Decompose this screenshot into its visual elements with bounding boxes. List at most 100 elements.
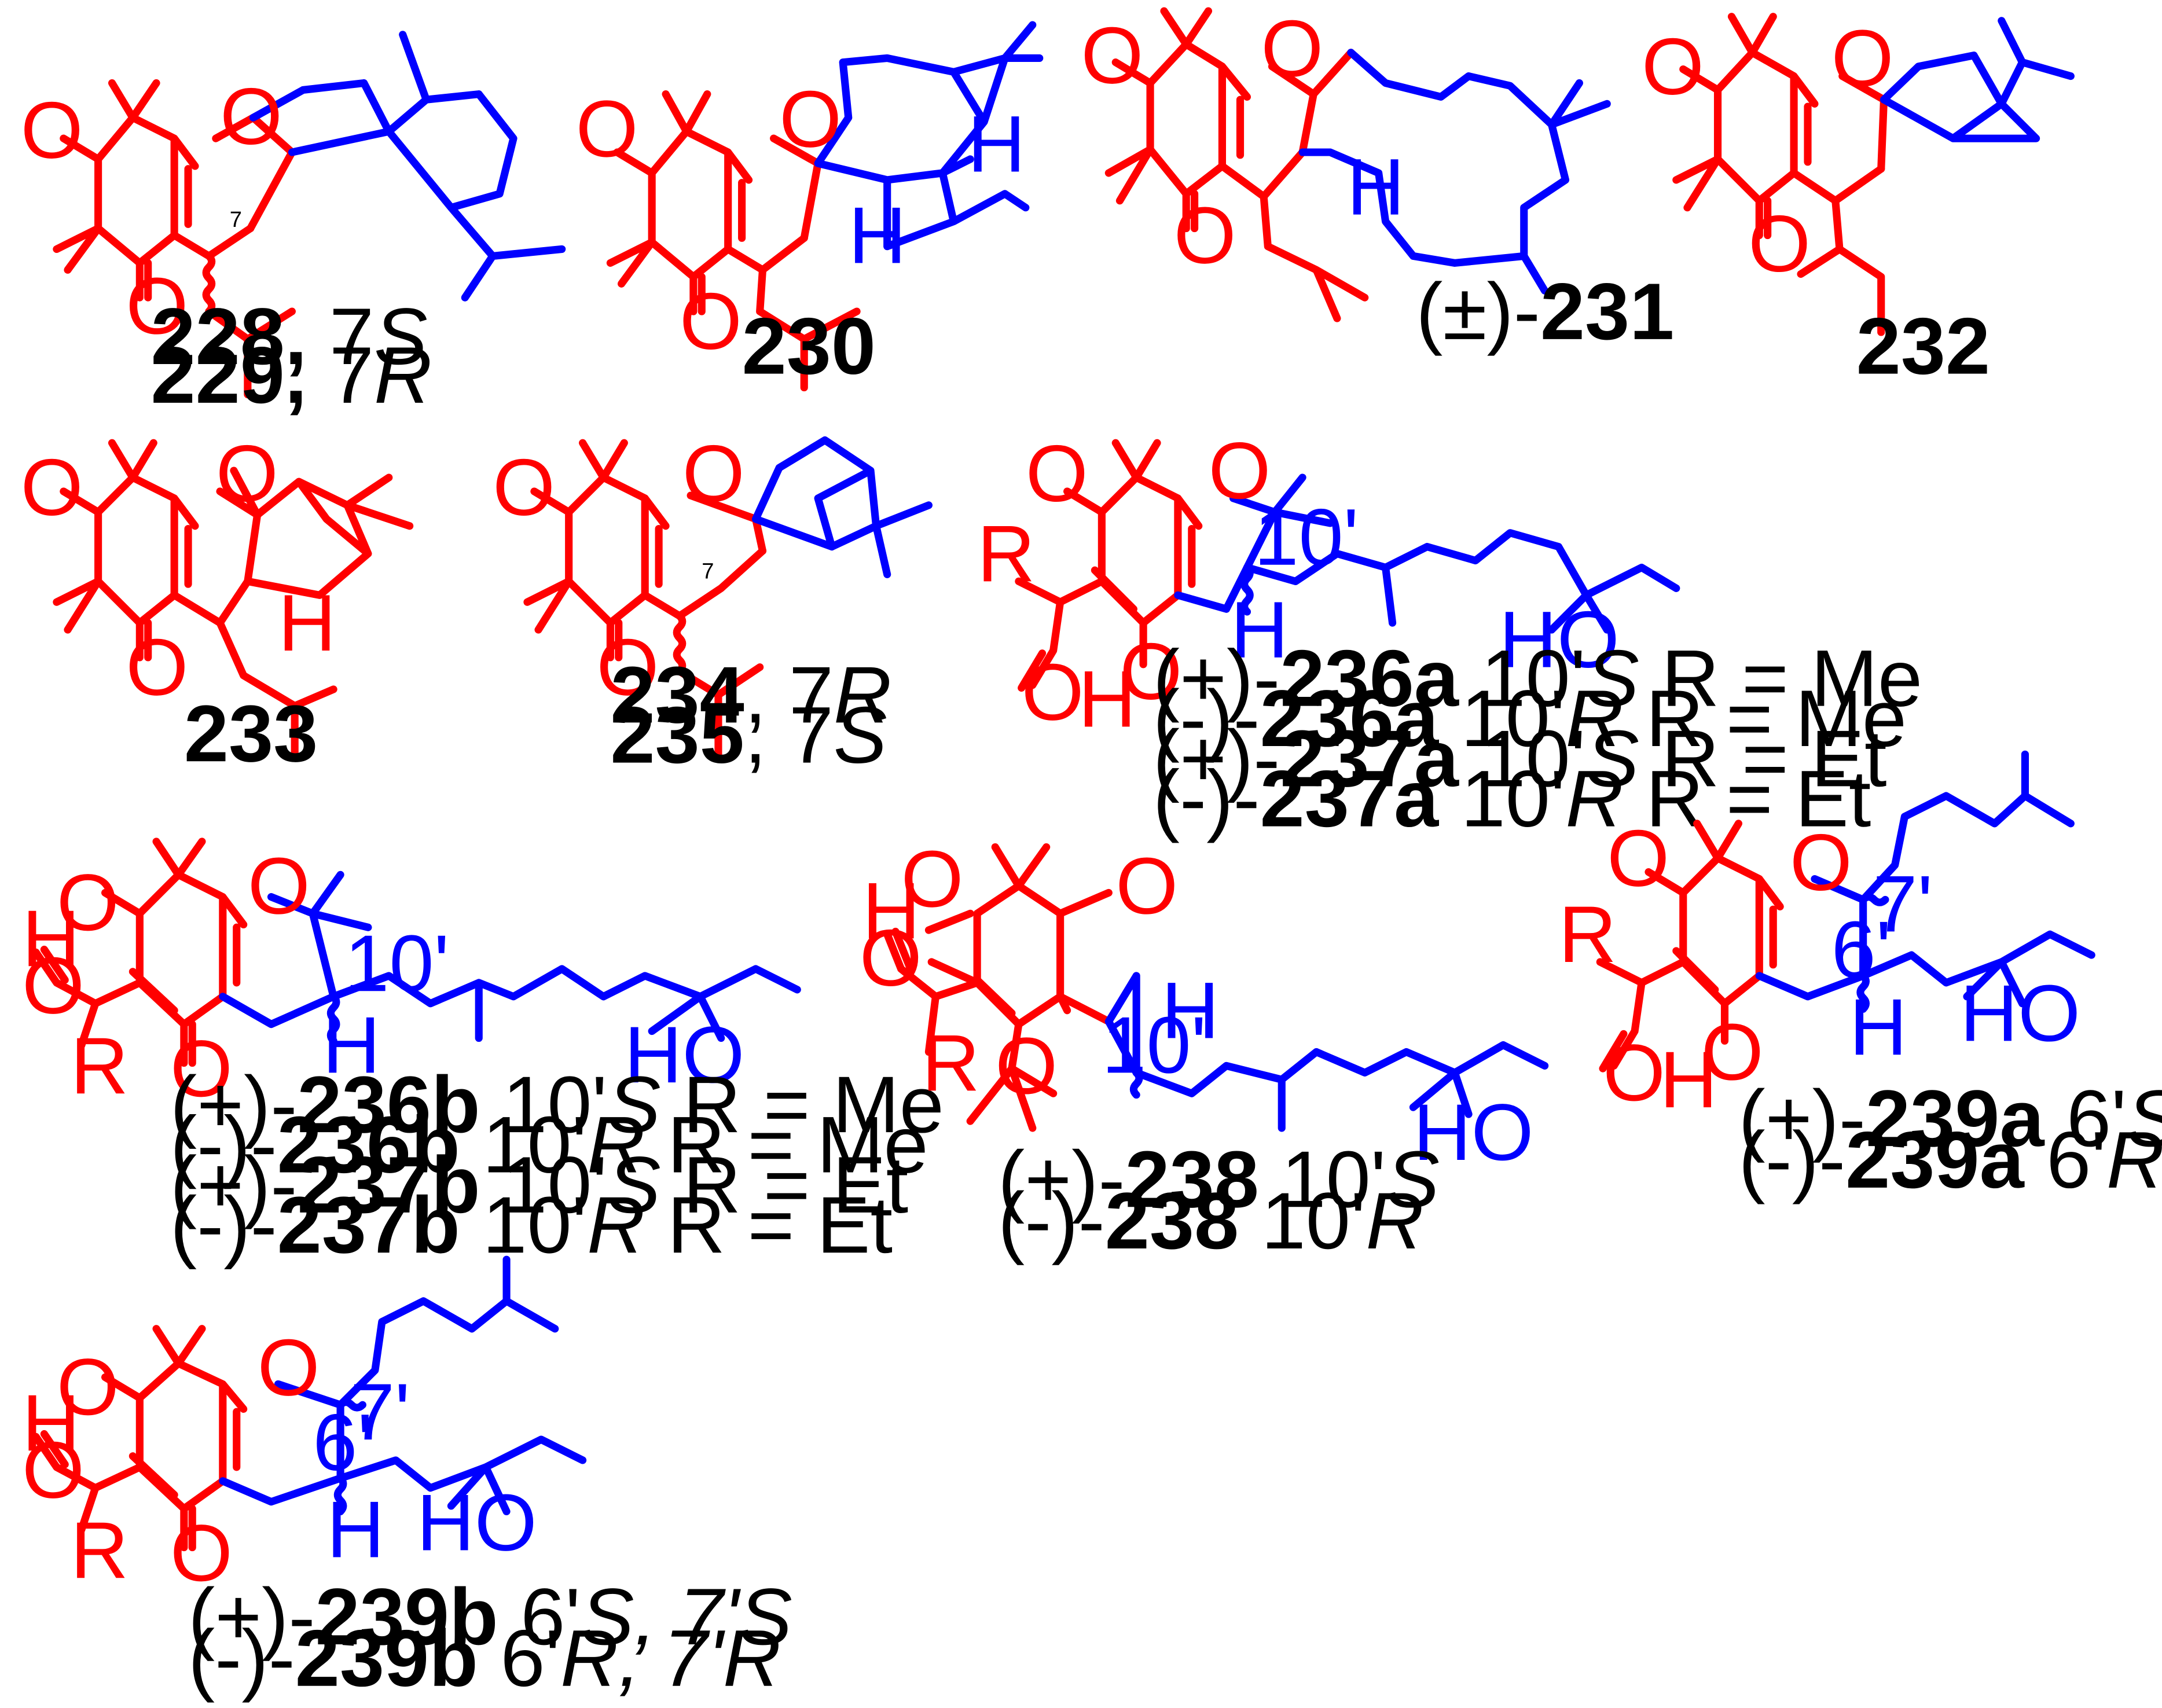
structure-228-229: O O O 7 228, 7S 229, 7R — [21, 31, 566, 420]
structure-232: O O O 232 — [1642, 13, 2075, 391]
atom-label: O — [220, 72, 282, 161]
atom-label: HO — [1960, 968, 2080, 1058]
atom-label: O — [1607, 814, 1669, 903]
compound-label: (-)-239b 6'R, 7'R — [188, 1614, 781, 1703]
atom-label: H — [1347, 142, 1405, 232]
compound-label: (+)-239a 6'S, 7'S — [1738, 1074, 2162, 1163]
atom-label: O — [57, 858, 119, 947]
compound-label: (+)-237a 10'S R = Et — [1153, 714, 1887, 803]
compound-label: (±)-231 — [1416, 267, 1674, 357]
atom-label: O — [680, 277, 742, 366]
compound-label: (-)-236b 10'R R = Me — [170, 1100, 928, 1190]
atom-label: HO — [417, 1478, 537, 1567]
atom-label: R — [977, 509, 1035, 598]
atom-label: H — [849, 190, 906, 280]
atom-label: O — [576, 84, 638, 174]
atom-label: O — [597, 622, 659, 712]
compound-label: (-)-238 10'R — [998, 1176, 1424, 1266]
locant: 10' — [1254, 493, 1359, 582]
atom-label: O — [1642, 22, 1704, 112]
structure-239a: O O R O H O H HO 7' 6' (+)-239a 6'S, 7'S… — [1559, 750, 2162, 1205]
atom-label: O — [1831, 13, 1894, 103]
atom-label: O — [995, 1021, 1058, 1111]
atom-label: O — [1022, 648, 1084, 737]
atom-label: O — [170, 1508, 233, 1598]
atom-label: O — [779, 74, 842, 164]
structure-236a-237a: O O R O H O H HO 10' (+)-236a 10'S R = M… — [977, 426, 1922, 844]
locant: 7 — [230, 207, 242, 232]
compound-label: 235, 7S — [610, 690, 887, 780]
atom-label: H — [967, 100, 1025, 189]
compound-label: (+)-236b 10'S R = Me — [170, 1060, 944, 1149]
compound-label: (-)-237b 10'R R = Et — [170, 1180, 893, 1270]
atom-label: O — [1174, 190, 1236, 280]
compound-label: 233 — [184, 689, 318, 778]
atom-label: O — [1701, 1007, 1764, 1097]
structure-236b-237b: O H O R O O H HO 10' (+)-236b 10'S R = M… — [22, 838, 944, 1270]
compound-label: 232 — [1856, 302, 1990, 391]
atom-label: O — [1603, 1028, 1665, 1118]
atom-label: O — [1790, 818, 1852, 908]
atom-label: O — [1261, 4, 1323, 94]
compound-label: (+)-236a 10'S R = Me — [1153, 634, 1922, 723]
atom-label: O — [248, 841, 310, 931]
atom-label: H — [1078, 654, 1136, 744]
compound-label: (-)-237a 10'R R = Et — [1153, 754, 1871, 844]
atom-label: O — [21, 443, 83, 532]
atom-label: O — [901, 834, 964, 924]
atom-label: H — [322, 1000, 380, 1090]
atom-label: R — [71, 1021, 129, 1111]
atom-label: O — [1026, 429, 1088, 519]
compound-label: 229, 7R — [151, 330, 432, 420]
atom-label: HO — [1499, 595, 1620, 685]
locant: 10' — [344, 919, 449, 1008]
atom-label: R — [1559, 890, 1617, 979]
atom-label: H — [22, 1378, 80, 1468]
atom-label: O — [126, 261, 188, 351]
compound-label: (-)-236a 10'R R = Me — [1153, 674, 1907, 763]
atom-label: H — [1231, 585, 1289, 675]
atom-label: O — [258, 1323, 320, 1413]
structure-238: O H O R O O H HO 10' (+)-238 10'S (-)-23… — [860, 834, 1549, 1266]
atom-label: O — [1081, 10, 1144, 100]
locant: 7' — [1873, 859, 1933, 949]
atom-label: H — [1660, 1035, 1717, 1125]
compound-label: 234, 7R — [610, 650, 891, 740]
atom-label: HO — [624, 1010, 744, 1100]
atom-label: O — [1119, 627, 1182, 717]
atom-label: H — [326, 1485, 384, 1574]
structure-239b: O H O R O O H HO 7' 6' (+)-239b 6'S, 7'S… — [22, 1255, 792, 1703]
compound-label: (+)-237b 10'S R = Et — [170, 1140, 908, 1230]
atom-label: O — [1209, 426, 1271, 516]
structure-230: O O O H H 230 — [576, 21, 1044, 392]
compound-label: (-)-239a 6'R, 7'R — [1738, 1115, 2162, 1205]
locant: 7' — [350, 1367, 410, 1457]
locant: 6' — [313, 1398, 373, 1487]
atom-label: O — [860, 913, 922, 1003]
atom-label: O — [57, 1342, 119, 1432]
atom-label: O — [216, 429, 278, 519]
atom-label: O — [170, 1024, 233, 1114]
compound-label: 228, 7S — [151, 292, 427, 381]
compound-label: 230 — [742, 302, 876, 391]
atom-label: O — [22, 1426, 85, 1515]
atom-label: O — [1748, 199, 1811, 289]
atom-label: O — [126, 622, 188, 712]
atom-label: O — [1115, 841, 1178, 931]
atom-label: O — [682, 429, 745, 519]
locant: 7 — [702, 559, 714, 584]
atom-label: H — [278, 578, 336, 668]
atom-label: R — [71, 1505, 129, 1595]
structure-234-235: O O O 7 234, 7R 235, 7S — [493, 429, 933, 780]
atom-label: O — [21, 86, 83, 175]
atom-label: O — [22, 941, 85, 1031]
structure-231: O O O H (±)-231 — [1081, 4, 1675, 357]
atom-label: O — [493, 443, 555, 532]
locant: 10' — [1102, 1000, 1206, 1090]
atom-label: H — [1161, 966, 1219, 1056]
compound-label: (+)-238 10'S — [998, 1134, 1440, 1224]
atom-label: H — [22, 894, 80, 983]
structure-233: O O O H 233 — [21, 429, 414, 778]
atom-label: R — [922, 1018, 979, 1108]
